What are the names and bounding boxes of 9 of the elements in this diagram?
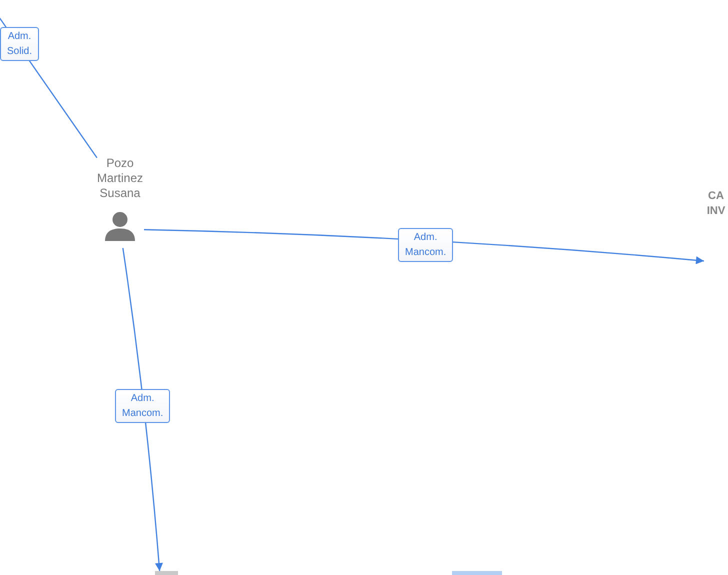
arrow <box>122 248 163 572</box>
arrow <box>144 229 704 264</box>
edge-label: Adm. Mancom. <box>398 228 454 262</box>
company-name: CA INV <box>706 189 726 219</box>
person-name: Pozo Martinez Susana <box>96 156 143 201</box>
node-bar <box>155 571 178 575</box>
edge-label: Adm. Mancom. <box>115 389 170 423</box>
node-bar <box>452 571 502 575</box>
edge-label: Adm. Solid. <box>0 27 40 61</box>
